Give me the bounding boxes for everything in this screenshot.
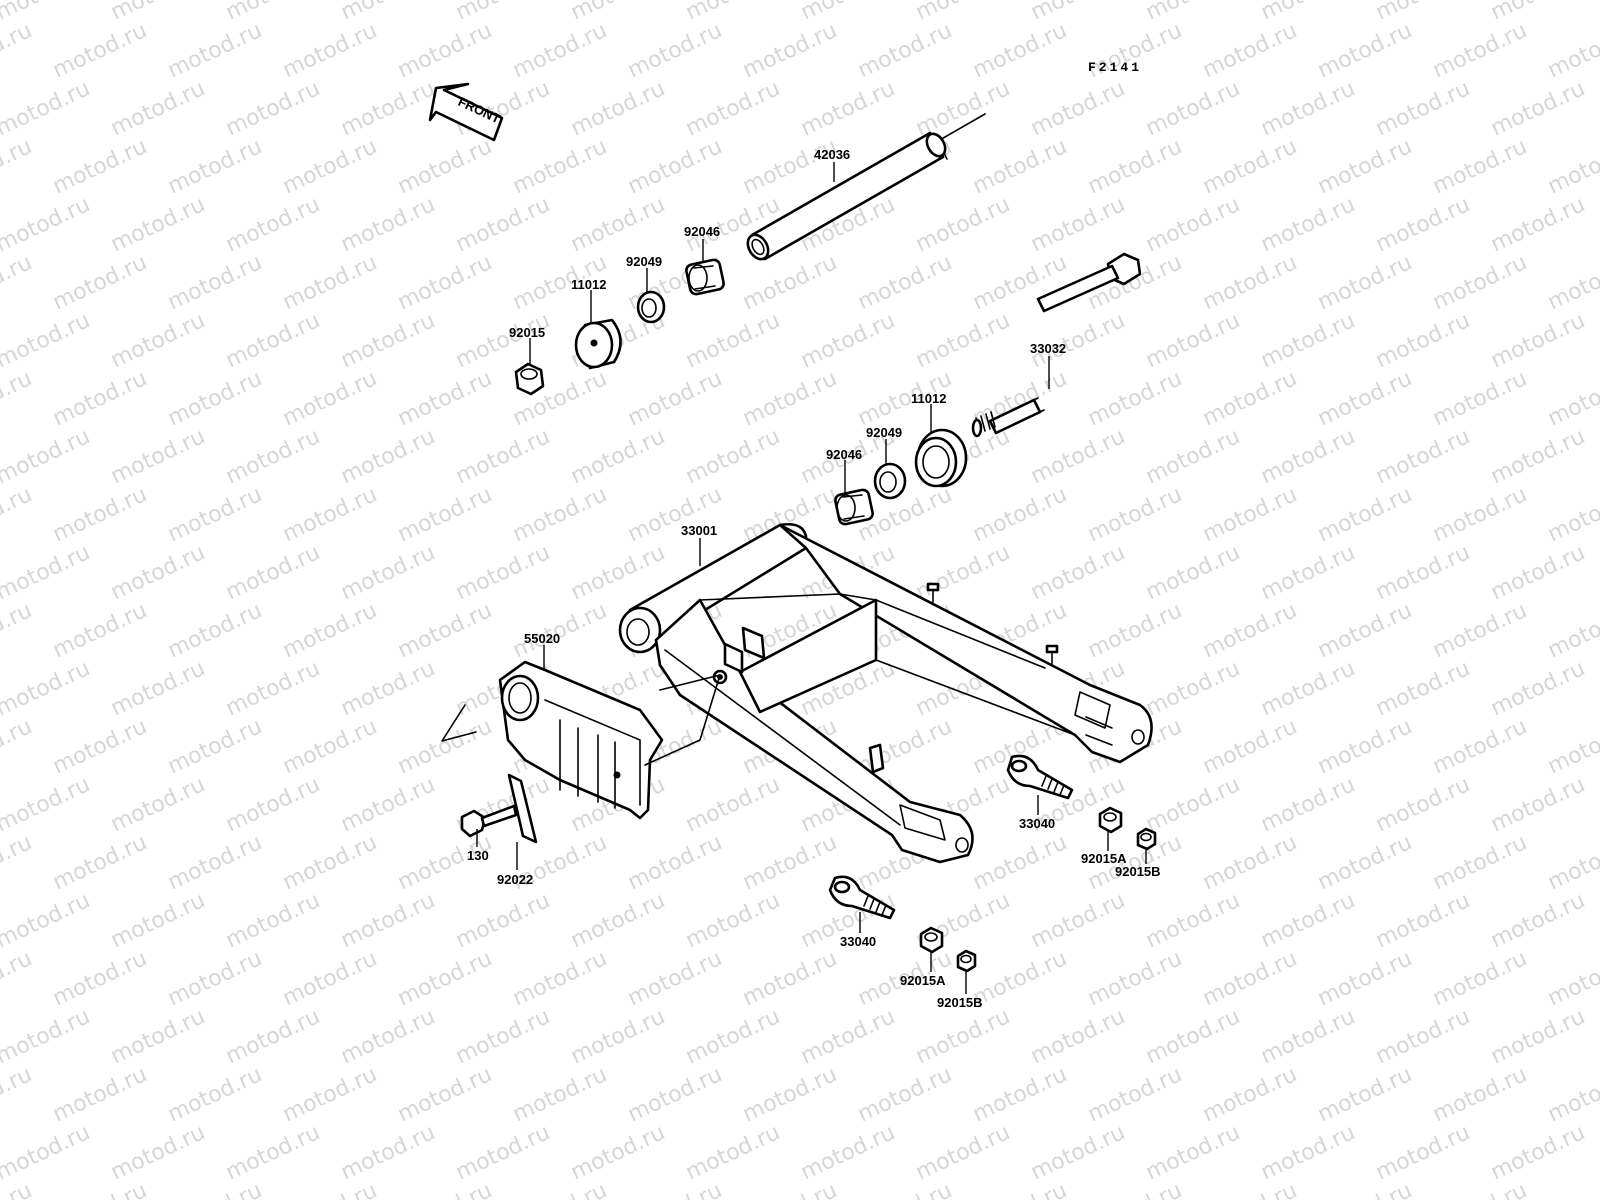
part-92046-needle-bearing-mid	[834, 488, 874, 526]
label-55020: 55020	[524, 631, 560, 646]
label-11012-top: 11012	[571, 277, 606, 292]
part-92022-pad	[507, 773, 538, 844]
leader-lines	[476, 162, 1147, 994]
part-130-bolt	[460, 804, 518, 838]
part-55020-chain-guide	[498, 660, 664, 820]
label-11012-mid: 11012	[911, 391, 946, 406]
label-130: 130	[467, 848, 489, 863]
part-11012-cap-top	[574, 318, 622, 370]
label-92015A-right: 92015A	[1081, 851, 1127, 866]
part-42036-pivot-sleeve	[746, 131, 947, 261]
part-92015B-nut-right	[1136, 827, 1157, 851]
direction-chevron-left	[441, 704, 477, 742]
part-92049-oil-seal-top	[636, 290, 666, 324]
label-92015-top: 92015	[509, 325, 545, 340]
figure-id: F2141	[1088, 60, 1142, 75]
label-92046-mid: 92046	[826, 447, 862, 462]
part-92015A-nut-right	[1098, 806, 1123, 834]
part-11012-cap-mid	[914, 428, 968, 488]
label-92049-top: 92049	[626, 254, 662, 269]
label-33040-right: 33040	[1019, 816, 1055, 831]
chain-guide-mount-line-upper	[644, 674, 721, 766]
label-33032: 33032	[1030, 341, 1066, 356]
part-33001-swingarm	[618, 522, 1153, 864]
label-92022: 92022	[497, 872, 533, 887]
front-arrow-icon: FRONT	[428, 82, 504, 142]
part-92046-needle-bearing-top	[685, 258, 725, 296]
label-42036: 42036	[814, 147, 850, 162]
label-92015B-bottom: 92015B	[937, 995, 983, 1010]
part-33040-chain-adjuster-bottom	[828, 875, 896, 920]
label-33040-bottom: 33040	[840, 934, 876, 949]
part-33032-pivot-shaft	[971, 252, 1142, 438]
part-92049-oil-seal-mid	[873, 462, 907, 500]
part-92015A-nut-bottom	[919, 926, 944, 954]
label-92015B-right: 92015B	[1115, 864, 1161, 879]
label-33001: 33001	[681, 523, 717, 538]
part-92015-nut-top	[514, 362, 545, 396]
part-33040-chain-adjuster-right	[1006, 754, 1074, 800]
label-92015A-bottom: 92015A	[900, 973, 946, 988]
label-92046-top: 92046	[684, 224, 720, 239]
part-92015B-nut-bottom	[956, 949, 977, 973]
label-92049-mid: 92049	[866, 425, 902, 440]
